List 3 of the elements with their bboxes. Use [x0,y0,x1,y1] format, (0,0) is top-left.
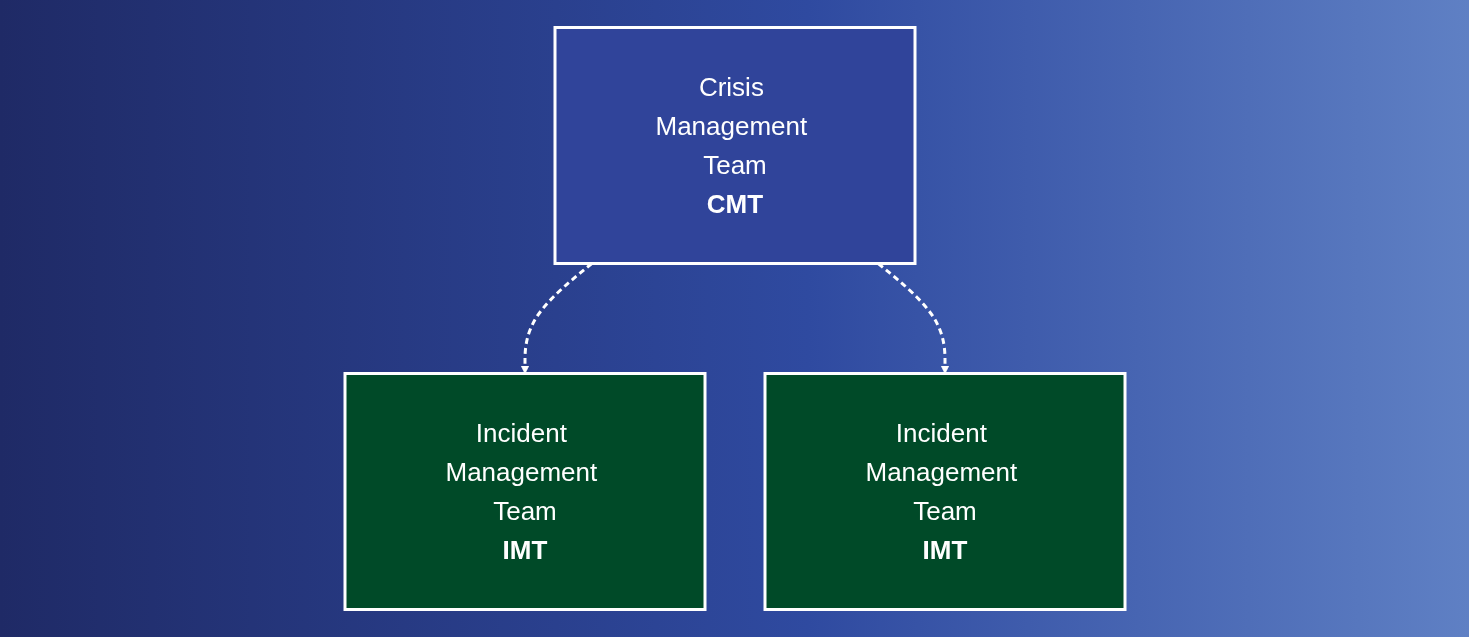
node-box: Incident Management Team IMT [763,372,1126,611]
node-box: Crisis Management Team CMT [553,26,916,265]
node-box: Incident Management Team IMT [343,372,706,611]
